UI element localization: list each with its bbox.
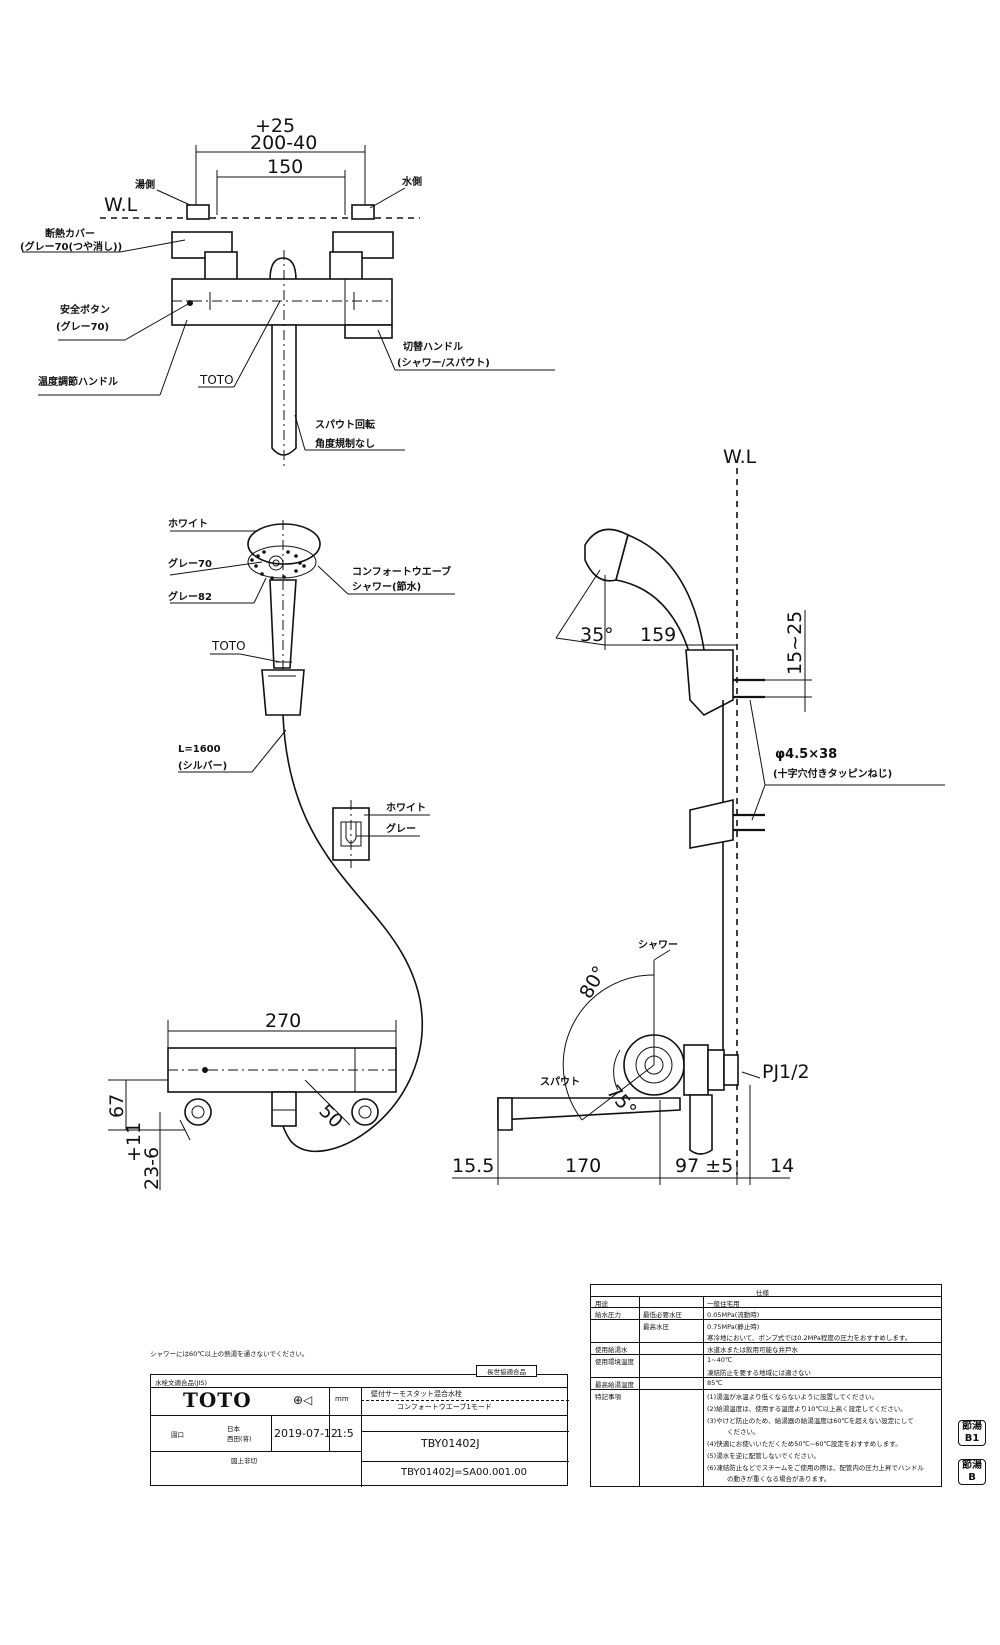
spec-val-4: 水道水または飲用可能な井戸水 bbox=[707, 1346, 798, 1354]
spout-angle-label: 角度規制なし bbox=[315, 437, 375, 450]
badge-b-bottom: B bbox=[968, 1472, 976, 1483]
shower-view: ホワイト グレー70 グレー82 コンフォートウエーブ シャワー(節水) TOT… bbox=[168, 518, 455, 1152]
product-name: 壁付サーモスタット混合水栓 bbox=[371, 1390, 462, 1398]
angle-80: 80° bbox=[575, 962, 611, 1002]
spec-val-15: の動きが重くなる場合があります。 bbox=[727, 1475, 831, 1483]
toto-mark-top: TOTO bbox=[199, 373, 234, 387]
insulation-cover-label: 断熱カバー bbox=[45, 227, 95, 240]
handler-c: 西田(将) bbox=[227, 1435, 252, 1443]
spec-val-14: (6)凍結防止などでスチームをご使用の際は、配管内の圧力上昇でハンドル bbox=[707, 1464, 924, 1472]
spec-val-6: 凍結防止を要する地域には適さない bbox=[707, 1369, 811, 1377]
shower-white-label: ホワイト bbox=[168, 518, 208, 530]
water-saving-badge-b: 節湯 B bbox=[958, 1459, 986, 1485]
spec-key-8: 特記事項 bbox=[595, 1393, 621, 1401]
spec-val-5: 1~40℃ bbox=[707, 1356, 733, 1364]
dim-159: 159 bbox=[640, 624, 676, 646]
cold-side-label: 水側 bbox=[401, 175, 422, 188]
product-subname: コンフォートウエーブ1モード bbox=[397, 1403, 492, 1411]
spec-val-10: (3)やけど防止のため、給湯器の給湯温度は60℃を超えない設定にして bbox=[707, 1417, 914, 1425]
spout-label-side: スパウト bbox=[540, 1076, 580, 1088]
shower-temperature-note: シャワーには60℃以上の熱湯を通さないでください。 bbox=[150, 1350, 309, 1358]
water-line-label-side: W.L bbox=[723, 446, 757, 468]
shower-head-type: シャワー(節水) bbox=[352, 580, 421, 593]
spec-val-13: (5)湯水を逆に配管しないでください。 bbox=[707, 1452, 821, 1460]
brand-logo: TOTO bbox=[183, 1388, 252, 1412]
angle-35: 35° bbox=[580, 624, 614, 646]
drawing-scale: 1:5 bbox=[336, 1427, 354, 1440]
spec-val-9: (2)給湯温度は、使用する温度より10℃以上高く設定してください。 bbox=[707, 1405, 907, 1413]
spec-val-7: 85℃ bbox=[707, 1379, 723, 1387]
water-saving-badge-b1: 節湯 B1 bbox=[958, 1420, 986, 1446]
handler-a: 園口 bbox=[171, 1431, 184, 1439]
drawing-number: TBY01402J=SA00.001.00 bbox=[401, 1467, 527, 1478]
spec-val-12: (4)快適にお使いいただくため50℃~60℃設定をおすすめします。 bbox=[707, 1440, 902, 1448]
jis-label: 水栓文適合品(JIS) bbox=[155, 1379, 208, 1387]
dim-pitch-top: 200-40 bbox=[250, 132, 317, 154]
safety-button-label: 安全ボタン bbox=[60, 303, 110, 316]
safety-button-color: (グレー70) bbox=[56, 320, 109, 333]
spec-key-5: 使用環境温度 bbox=[595, 1358, 634, 1366]
shower-label-side: シャワー bbox=[638, 939, 678, 951]
handler-b: 日本 bbox=[227, 1425, 240, 1433]
spec-header: 仕様 bbox=[756, 1289, 769, 1297]
dim-15-25: 15~25 bbox=[784, 611, 806, 675]
dim-15-5: 15.5 bbox=[452, 1155, 494, 1177]
screw-note-label: (十字穴付きタッピンねじ) bbox=[773, 767, 892, 780]
switch-handle-modes: (シャワー/スパウト) bbox=[397, 357, 490, 369]
spec-val-2: 0.75MPa(静止時) bbox=[707, 1323, 760, 1331]
spec-key-7: 最高給湯温度 bbox=[595, 1381, 634, 1389]
model-number: TBY01402J bbox=[421, 1437, 480, 1450]
dim-23-6: 23-6 bbox=[141, 1147, 163, 1190]
holder-grey-label: グレー bbox=[386, 822, 416, 835]
holder-white-label: ホワイト bbox=[386, 802, 426, 814]
spec-key-1: 給水圧力 bbox=[595, 1311, 621, 1319]
dim-97: 97 ±5 bbox=[675, 1155, 733, 1177]
screw-size-label: φ4.5×38 bbox=[775, 747, 837, 762]
spec-sub-1: 最低必要水圧 bbox=[643, 1311, 682, 1319]
dim-front-tolerance: +11 bbox=[123, 1122, 145, 1162]
water-line-label-top: W.L bbox=[104, 194, 138, 216]
badge-b1-bottom: B1 bbox=[964, 1433, 980, 1444]
hose-length-label: L=1600 bbox=[178, 744, 221, 755]
projection-symbol-icon: ⊕◁ bbox=[293, 1393, 313, 1407]
title-block: 水栓文適合品(JIS) 長世協適合品 TOTO ⊕◁ mm 壁付サーモスタット混… bbox=[150, 1365, 569, 1487]
spec-key-4: 使用給湯水 bbox=[595, 1346, 628, 1354]
front-view: 270 67 +11 23-6 50 bbox=[106, 1010, 397, 1190]
jwwa-label: 長世協適合品 bbox=[476, 1365, 537, 1377]
spec-key-0: 用途 bbox=[595, 1300, 608, 1308]
dim-tolerance-top: +25 bbox=[255, 115, 295, 137]
drawing-date: 2019-07-12 bbox=[274, 1427, 338, 1440]
spec-val-1: 0.05MPa(流動時) bbox=[707, 1311, 760, 1319]
badge-b1-top: 節湯 bbox=[962, 1421, 982, 1432]
spec-val-3: 寒冷地において、ポンプ式では0.2MPa程度の圧力をおすすめします。 bbox=[707, 1334, 912, 1342]
side-view: W.L 80° 75° シャワー スパウト bbox=[452, 446, 945, 1185]
top-view: +25 200-40 150 W.L 湯側 水側 断熱カバー bbox=[20, 115, 555, 470]
insulation-cover-color: (グレー70(つや消し)) bbox=[20, 240, 122, 253]
temperature-handle-label: 温度調節ハンドル bbox=[38, 375, 118, 388]
dim-150-top: 150 bbox=[267, 156, 303, 178]
unit-label: mm bbox=[335, 1395, 349, 1403]
spout-rotation-label: スパウト回転 bbox=[315, 418, 375, 431]
shower-grey82-label: グレー82 bbox=[168, 590, 212, 603]
badge-b-top: 節湯 bbox=[962, 1460, 982, 1471]
pj-thread-label: PJ1/2 bbox=[762, 1061, 810, 1083]
switch-handle-label: 切替ハンドル bbox=[403, 340, 463, 353]
spec-val-0: 一般住宅用 bbox=[707, 1300, 740, 1308]
dim-170: 170 bbox=[565, 1155, 601, 1177]
spec-sub-2: 最高水圧 bbox=[643, 1323, 669, 1331]
spec-table: 仕様 用途 一般住宅用 給水圧力 最低必要水圧 0.05MPa(流動時) 最高水… bbox=[590, 1284, 942, 1487]
dim-14: 14 bbox=[770, 1155, 794, 1177]
hot-side-label: 湯側 bbox=[135, 178, 155, 191]
dim-270: 270 bbox=[265, 1010, 301, 1032]
shower-grey70-label: グレー70 bbox=[168, 557, 212, 570]
spec-val-11: ください。 bbox=[727, 1428, 760, 1436]
toto-mark-shower: TOTO bbox=[211, 639, 246, 653]
handler-d: 図上非切 bbox=[231, 1457, 257, 1465]
dim-50: 50 bbox=[314, 1100, 347, 1133]
spec-val-8: (1)湯温が水温より低くならないように設置してください。 bbox=[707, 1393, 879, 1401]
dim-67: 67 bbox=[106, 1094, 128, 1118]
hose-color-label: (シルバー) bbox=[178, 760, 227, 772]
shower-head-name: コンフォートウエーブ bbox=[352, 565, 451, 578]
